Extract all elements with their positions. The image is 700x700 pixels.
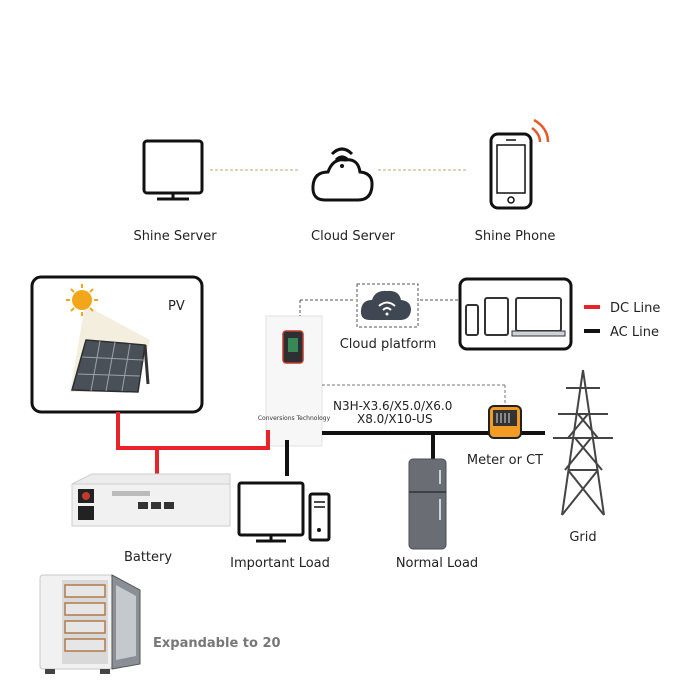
cloud-server-label: Cloud Server <box>311 229 396 244</box>
monitoring-devices-box <box>458 277 573 351</box>
legend: DC Line AC Line <box>584 301 660 340</box>
normal-load-fridge-icon <box>408 458 447 550</box>
cloud-platform-label: Cloud platform <box>340 337 437 352</box>
inverter-unit: Conversions Technology <box>258 315 331 447</box>
dc-line-label: DC Line <box>610 301 660 316</box>
battery-label: Battery <box>124 550 172 565</box>
ac-line-label: AC Line <box>610 325 659 340</box>
shine-server-monitor-icon <box>142 139 204 201</box>
cloud-server-icon <box>311 147 374 202</box>
shine-phone-label: Shine Phone <box>475 229 556 244</box>
inverter-model-line2: X8.0/X10-US <box>357 412 433 426</box>
solar-panel-icon <box>71 339 150 393</box>
tablet-icon <box>484 297 509 336</box>
battery-unit-icon <box>71 473 231 527</box>
grid-label: Grid <box>569 530 596 545</box>
sun-icon <box>66 284 98 316</box>
dc-lines <box>116 412 270 476</box>
meter-label: Meter or CT <box>467 453 543 468</box>
shine-phone-icon <box>489 118 550 210</box>
meter-icon <box>488 405 522 439</box>
shine-server-label: Shine Server <box>133 229 217 244</box>
laptop-icon <box>511 297 566 337</box>
pv-label: PV <box>168 299 185 314</box>
cloud-platform-icon <box>356 283 419 328</box>
important-load-computer-icon <box>237 481 331 543</box>
expandable-label: Expandable to 20 <box>153 636 281 651</box>
normal-load-label: Normal Load <box>396 556 478 571</box>
inverter-model-line1: N3H-X3.6/X5.0/X6.0 <box>333 399 452 413</box>
pv-panel-box <box>30 275 204 414</box>
phone-icon <box>465 304 479 336</box>
battery-cabinet-icon <box>39 574 141 674</box>
grid-tower-icon <box>553 369 613 516</box>
important-load-label: Important Load <box>230 556 330 571</box>
inverter-brand: Conversions Technology <box>258 415 331 422</box>
